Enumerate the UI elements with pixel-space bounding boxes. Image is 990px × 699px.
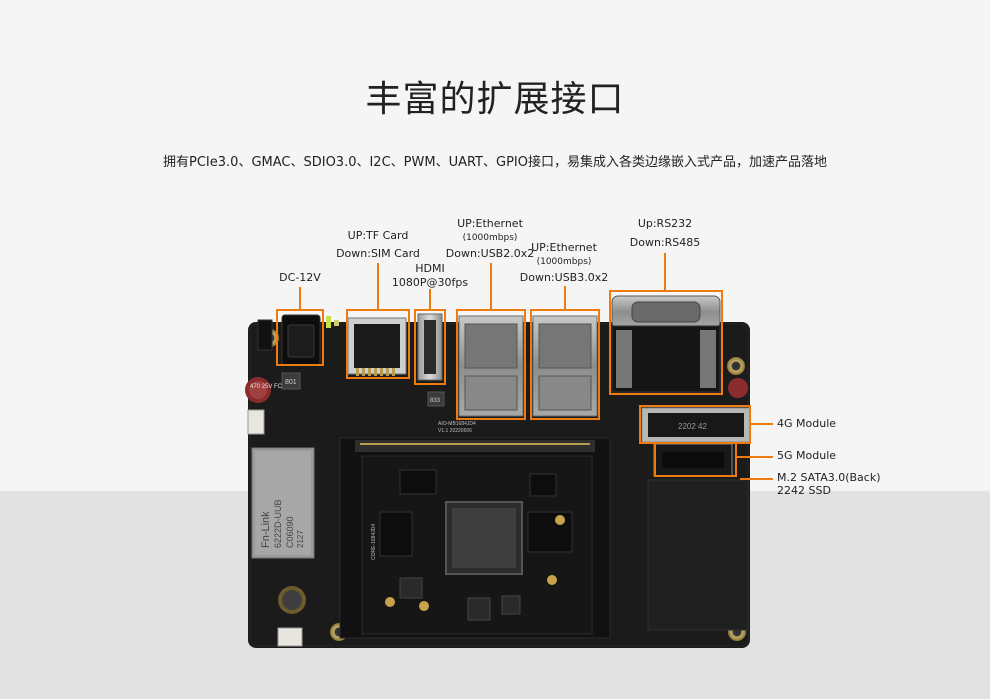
4g-module-outline <box>639 405 751 444</box>
dc-label: DC-12V <box>279 271 321 284</box>
svg-text:2202 42: 2202 42 <box>678 422 707 431</box>
4g-leader <box>751 423 773 425</box>
hdmi-leader <box>429 289 431 309</box>
svg-text:C06090: C06090 <box>285 516 295 548</box>
4g-module-label: 4G Module <box>777 417 837 430</box>
tf-sim-outline <box>346 309 410 379</box>
rs232-label: Up:RS232 <box>637 217 693 230</box>
serial-leader <box>664 253 666 290</box>
serial-outline <box>609 290 723 395</box>
page-subtitle: 拥有PCIe3.0、GMAC、SDIO3.0、I2C、PWM、UART、GPIO… <box>163 155 827 170</box>
svg-text:6222D-UUB: 6222D-UUB <box>273 499 283 548</box>
dc-jack-outline <box>276 309 324 366</box>
ethernet-usb3-outline <box>530 309 600 420</box>
svg-text:833: 833 <box>430 398 441 404</box>
5g-module-label: 5G Module <box>777 449 837 462</box>
eth1-label: UP:Ethernet <box>457 217 523 230</box>
page-title: 丰富的扩展接口 <box>365 79 625 120</box>
eth1-speed-label: (1000mbps) <box>462 233 518 243</box>
rs485-label: Down:RS485 <box>629 236 701 249</box>
svg-text:AIO-MB1684JD4: AIO-MB1684JD4 <box>438 421 476 427</box>
eth1-leader <box>490 263 492 309</box>
svg-text:CORE-1684JD4: CORE-1684JD4 <box>371 524 377 560</box>
svg-text:801: 801 <box>285 379 297 386</box>
hdmi-label: HDMI <box>415 262 445 275</box>
eth2-label: UP:Ethernet <box>531 241 597 254</box>
eth2-usb-label: Down:USB3.0x2 <box>519 271 609 284</box>
svg-text:2127: 2127 <box>296 530 305 548</box>
ethernet-usb2-outline <box>456 309 526 420</box>
cap-silk: 470 25V FC <box>250 384 283 390</box>
hdmi-res-label: 1080P@30fps <box>391 276 469 289</box>
svg-text:V1.1 20220606: V1.1 20220606 <box>438 428 472 434</box>
m2-sata-label: M.2 SATA3.0(Back) <box>777 471 881 484</box>
sim-card-label: Down:SIM Card <box>336 247 420 260</box>
tf-card-label: UP:TF Card <box>347 229 409 242</box>
eth2-speed-label: (1000mbps) <box>536 257 592 267</box>
5g-leader <box>737 456 773 458</box>
tf-leader <box>377 263 379 309</box>
svg-text:Fn-Link: Fn-Link <box>260 511 272 548</box>
hdmi-outline <box>414 309 446 385</box>
eth1-usb-label: Down:USB2.0x2 <box>445 247 535 260</box>
5g-module-outline <box>654 442 737 477</box>
dc-leader <box>299 287 301 309</box>
m2-leader <box>740 478 773 480</box>
m2-size-label: 2242 SSD <box>777 484 831 497</box>
eth2-leader <box>564 286 566 309</box>
